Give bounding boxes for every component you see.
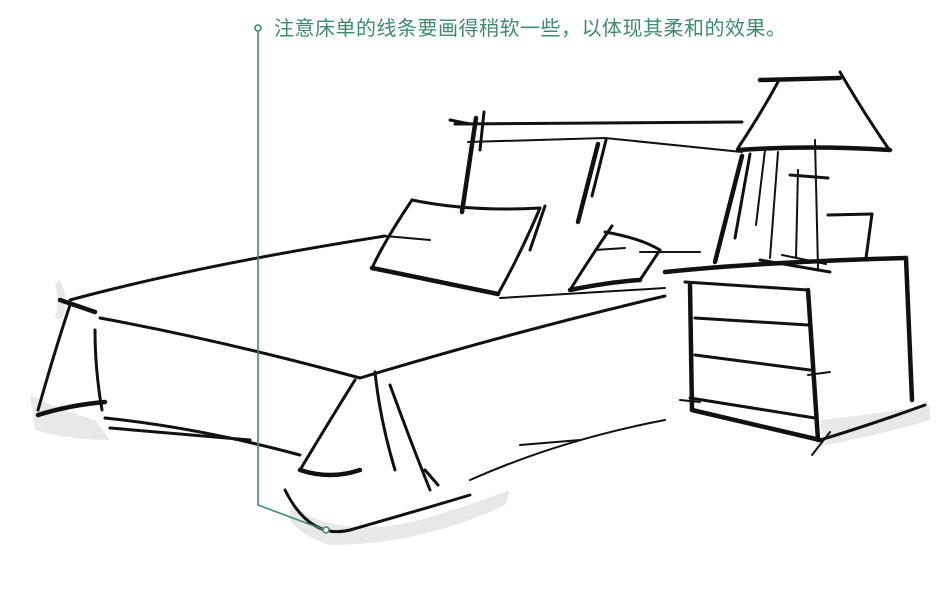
annotation-text: 注意床单的线条要画得稍软一些，以体现其柔和的效果。 <box>274 16 787 40</box>
headboard <box>448 110 752 265</box>
annotation-leader <box>254 24 330 534</box>
leader-start-dot <box>254 24 262 32</box>
bed-sheet <box>35 303 666 534</box>
pillows <box>369 198 701 297</box>
leader-end-dot <box>322 526 330 534</box>
bed-mattress <box>57 234 667 380</box>
ground-shading <box>30 280 930 545</box>
nightstand <box>662 255 927 456</box>
table-lamp <box>735 70 893 274</box>
